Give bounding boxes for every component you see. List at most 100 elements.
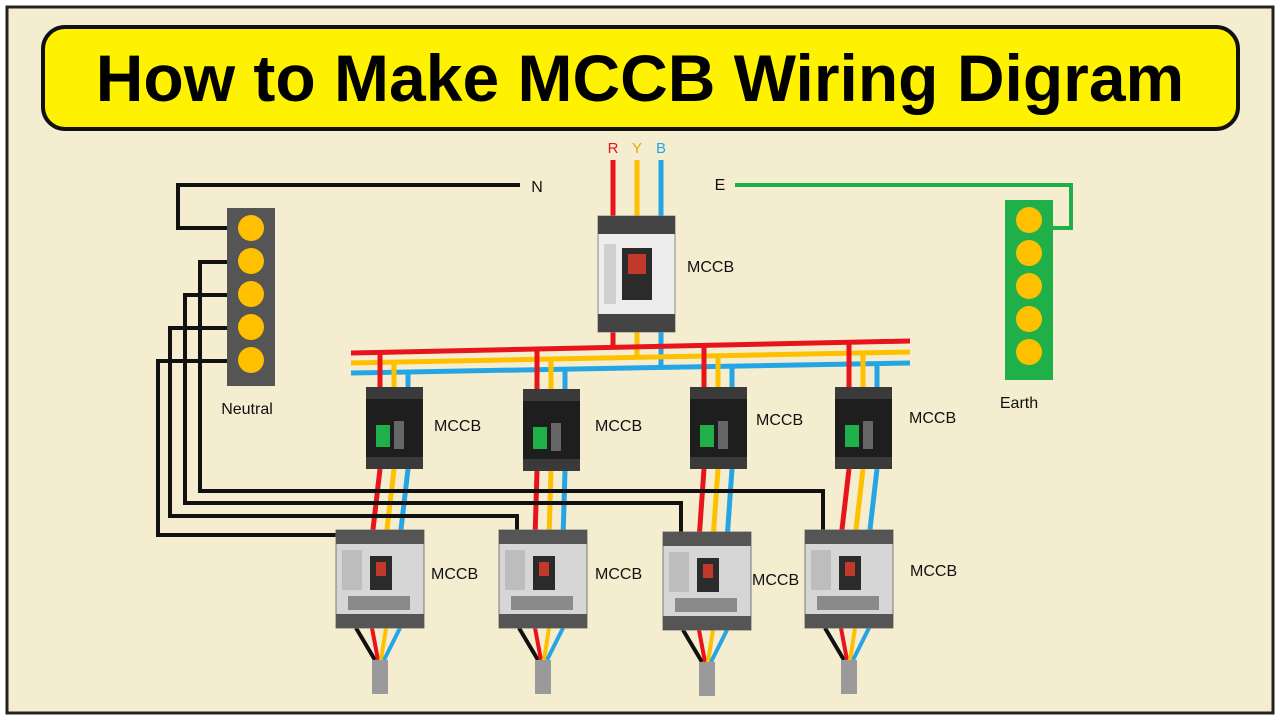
neutral-terminal-4 [238,314,264,340]
neutral-feed-2 [168,326,519,538]
row1-mccb-1-label: MCCB [434,418,481,435]
row2-mccb-1-top [336,530,424,544]
row2-2-tail-0 [517,626,540,662]
row2-mccb-4-label: MCCB [910,563,957,580]
row1-mccb-1-handle [394,421,404,449]
row2-1-tail-3 [382,627,402,661]
row1-mccb-1-indicator [376,425,390,447]
row1-mccb-3-indicator [700,425,714,447]
row2-4-tail-1 [839,627,849,661]
mccb-black-icon [835,387,892,469]
neutral-tag: N [531,179,543,196]
row2-mccb-1-handle [376,562,386,576]
row2-mccb-4-trip-unit [817,596,879,610]
earth-bar [1005,200,1053,380]
row2-mccb-3-trip-unit [675,598,737,612]
row2-mccb-1-bottom [336,614,424,628]
row1-mccb-4-label: MCCB [909,410,956,427]
earth-supply-wire [735,183,1073,230]
row1-4-out-b [866,468,880,539]
row2-mccb-2-top [499,530,587,544]
mccb-black-icon [366,387,423,469]
row1-mccb-1-bottom [366,457,423,469]
row2-4-tail-3 [851,627,871,661]
main-mccb-top-terminals [598,216,675,234]
row2-mccb-3-label: MCCB [752,572,799,589]
row1-mccb-3-bottom [690,457,747,469]
row1-mccb-2-indicator [533,427,547,449]
row1-mccb-4-indicator [845,425,859,447]
earth-tag: E [715,177,726,194]
main-mccb-nameplate [604,244,616,304]
row2-2-tail-2 [542,627,551,661]
row2-mccb-3-bottom [663,616,751,630]
row1-mccb-4-handle [863,421,873,449]
phase-b-tag: B [656,140,666,157]
outgoing-cable-4 [841,660,857,694]
mccb-large-icon [597,215,676,333]
row1-3-out-b [724,468,735,541]
earth-terminal-4 [1016,306,1042,332]
devices-layer [335,215,894,696]
neutral-supply-wire [176,183,520,230]
neutral-terminal-1 [238,215,264,241]
row2-mccb-1-trip-unit [348,596,410,610]
phase-y-tag: Y [632,140,642,157]
row2-mccb-1-nameplate [342,550,362,590]
row1-mccb-2-label: MCCB [595,418,642,435]
neutral-terminal-3 [238,281,264,307]
mccb-black-icon [690,387,747,469]
neutral-bar [227,208,275,386]
row2-mccb-4-top [805,530,893,544]
row1-mccb-2-handle [551,423,561,451]
neutral-feed-4 [198,260,825,538]
busbar-y [350,349,911,366]
main-mccb-bottom-terminals [598,314,675,332]
earth-terminal-3 [1016,273,1042,299]
mccb-gray-icon [662,531,752,631]
row2-4-tail-2 [848,627,857,661]
row2-mccb-4-nameplate [811,550,831,590]
row1-mccb-2-bottom [523,459,580,471]
busbar-r [350,338,911,356]
neutral-terminal-5 [238,347,264,373]
row2-3-tail-2 [706,629,715,663]
row2-mccb-3-nameplate [669,552,689,592]
row1-mccb-1-top [366,387,423,399]
mccb-black-icon [523,389,580,471]
title-banner: How to Make MCCB Wiring Digram [41,25,1240,131]
row2-3-tail-0 [681,628,704,664]
title-banner-box [41,25,1240,131]
row2-mccb-3-top [663,532,751,546]
row1-3-out-r [696,468,707,541]
row2-1-tail-2 [379,627,388,661]
row2-mccb-4-bottom [805,614,893,628]
outgoing-cable-3 [699,662,715,696]
row1-mccb-4-bottom [835,457,892,469]
outgoing-cable-1 [372,660,388,694]
row1-3-out-y [710,468,721,541]
row2-3-tail-3 [709,629,729,663]
earth-terminal-1 [1016,207,1042,233]
row2-4-tail-0 [823,626,846,662]
mccb-gray-icon [804,529,894,629]
earth-bar-label: Earth [1000,395,1038,412]
row1-4-out-y [852,468,866,539]
mccb-gray-icon [335,529,425,629]
row2-mccb-2-nameplate [505,550,525,590]
row2-mccb-2-trip-unit [511,596,573,610]
outgoing-cable-2 [535,660,551,694]
earth-terminal-5 [1016,339,1042,365]
row2-2-tail-1 [533,627,543,661]
row2-mccb-2-bottom [499,614,587,628]
earth-terminal-2 [1016,240,1042,266]
neutral-bar-label: Neutral [221,401,273,418]
row2-1-tail-0 [354,626,377,662]
row1-mccb-3-label: MCCB [756,412,803,429]
row2-mccb-2-handle [539,562,549,576]
phase-r-tag: R [608,140,619,157]
row2-2-tail-3 [545,627,565,661]
row2-mccb-4-handle [845,562,855,576]
